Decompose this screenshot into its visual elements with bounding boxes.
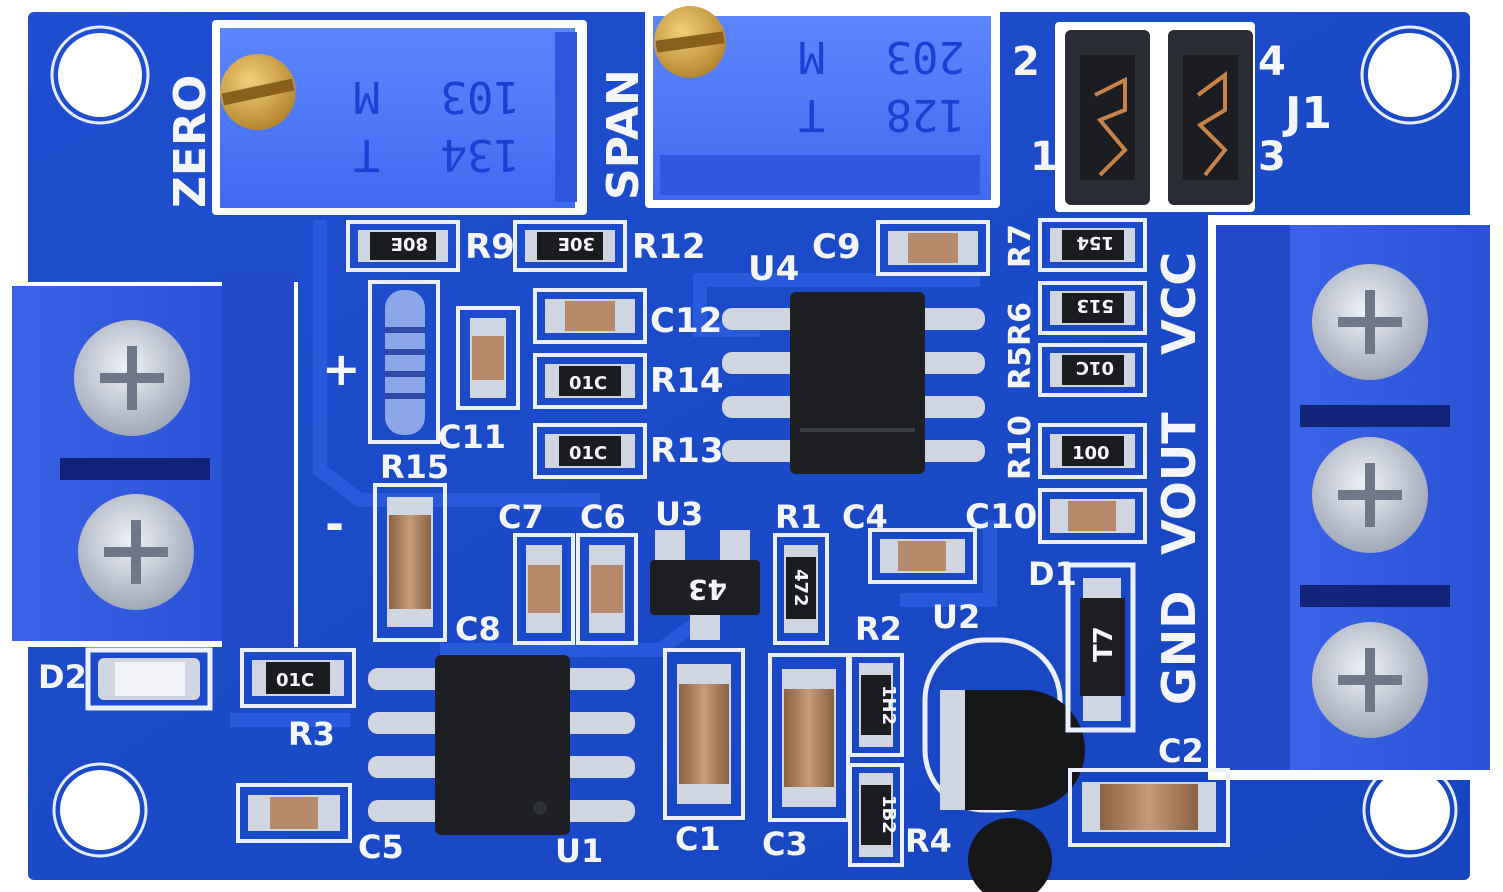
- chip-u4: [722, 292, 985, 474]
- label-plus: +: [322, 342, 361, 396]
- smd-resistors: 80E 30E 154 513 01C 01C 01C 100 472 01C …: [240, 218, 1147, 867]
- pot-zero-code-1: 103: [441, 71, 520, 122]
- terminal-block-right: [1208, 215, 1498, 780]
- r14-code: 01C: [569, 373, 607, 394]
- ref-c4: C4: [842, 498, 888, 536]
- pot-span-code-1: 203: [886, 31, 965, 82]
- j1-pin-4: 4: [1258, 39, 1286, 85]
- j1-pin-2: 2: [1012, 39, 1040, 85]
- ref-r2: R2: [855, 610, 902, 648]
- ref-c9: C9: [812, 227, 861, 267]
- ref-r12: R12: [632, 227, 706, 267]
- terminal-block-left: [8, 272, 298, 647]
- r3-code: 01C: [276, 670, 314, 691]
- j1-pin-1: 1: [1030, 134, 1058, 180]
- label-j1: J1: [1282, 88, 1332, 139]
- label-minus: -: [325, 497, 344, 551]
- smd-capacitors: [236, 220, 1230, 847]
- ref-d2: D2: [38, 658, 87, 696]
- ref-c3: C3: [762, 825, 808, 863]
- ref-r4: R4: [905, 822, 952, 860]
- ref-c11: C11: [438, 418, 506, 456]
- ref-c7: C7: [498, 498, 544, 536]
- r6-code: 513: [1076, 295, 1114, 316]
- r12-code: 30E: [558, 233, 595, 254]
- pot-zero-code-2: 134: [441, 129, 520, 180]
- ref-c5: C5: [358, 828, 404, 866]
- r13-code: 01C: [569, 443, 607, 464]
- pcb-traces: [230, 220, 997, 727]
- ref-r3: R3: [288, 715, 335, 753]
- r2-code: 1H2: [878, 685, 899, 725]
- label-vcc: VCC: [1152, 252, 1206, 355]
- label-zero: ZERO: [165, 75, 216, 208]
- u3-code: 43: [688, 573, 727, 606]
- transistor-u2: [922, 637, 1085, 892]
- r10-code: 100: [1072, 443, 1110, 464]
- ref-u2: U2: [932, 598, 980, 636]
- ref-c10: C10: [965, 497, 1037, 537]
- ref-d1: D1: [1028, 555, 1077, 593]
- ref-r14: R14: [650, 361, 724, 401]
- ref-c2: C2: [1158, 732, 1204, 770]
- chip-u3: 43: [650, 530, 760, 640]
- pot-zero-code-3: M: [354, 71, 381, 122]
- ref-r9: R9: [465, 227, 515, 267]
- pot-span-code-3: M: [799, 31, 826, 82]
- r4-code: 1B2: [878, 795, 899, 834]
- pot-zero: 134 T 103 M: [212, 20, 587, 215]
- ref-r15: R15: [380, 448, 449, 486]
- ref-c8: C8: [455, 610, 501, 648]
- mounting-holes: [50, 25, 1460, 858]
- ref-r13: R13: [650, 431, 724, 471]
- label-vout: VOUT: [1152, 412, 1206, 555]
- ref-u1: U1: [555, 832, 603, 870]
- pot-zero-code-4: T: [354, 129, 381, 180]
- chip-u1: [368, 655, 635, 835]
- diode-d1: T7: [1065, 562, 1136, 733]
- r1-code: 472: [790, 569, 811, 607]
- pot-span-code-4: T: [799, 89, 826, 140]
- axial-resistor: [368, 280, 440, 444]
- ref-u4: U4: [748, 249, 799, 289]
- ref-c6: C6: [580, 498, 626, 536]
- led-d2: [85, 647, 213, 711]
- label-gnd: GND: [1152, 591, 1206, 705]
- ref-c1: C1: [675, 820, 721, 858]
- j1-pin-3: 3: [1258, 134, 1286, 180]
- ref-c12: C12: [650, 301, 722, 341]
- ref-u3: U3: [655, 495, 703, 533]
- jumper-j1: [1055, 22, 1255, 212]
- label-span: SPAN: [598, 69, 649, 200]
- silkscreen-labels: R9 R12 C9 R7 U4 C12 R14 R13 R5R6 R10 C10…: [38, 224, 1204, 870]
- r7-code: 154: [1076, 232, 1114, 253]
- r5-code: 01C: [1076, 357, 1114, 378]
- ref-r10: R10: [1003, 415, 1038, 480]
- pot-span: 128 T 203 M: [645, 6, 1000, 208]
- ref-r5r6: R5R6: [1003, 302, 1038, 390]
- ref-r1: R1: [775, 498, 822, 536]
- d1-code: T7: [1089, 626, 1119, 662]
- pot-span-code-2: 128: [886, 89, 965, 140]
- ref-r7: R7: [1003, 224, 1038, 268]
- r9-code: 80E: [391, 233, 428, 254]
